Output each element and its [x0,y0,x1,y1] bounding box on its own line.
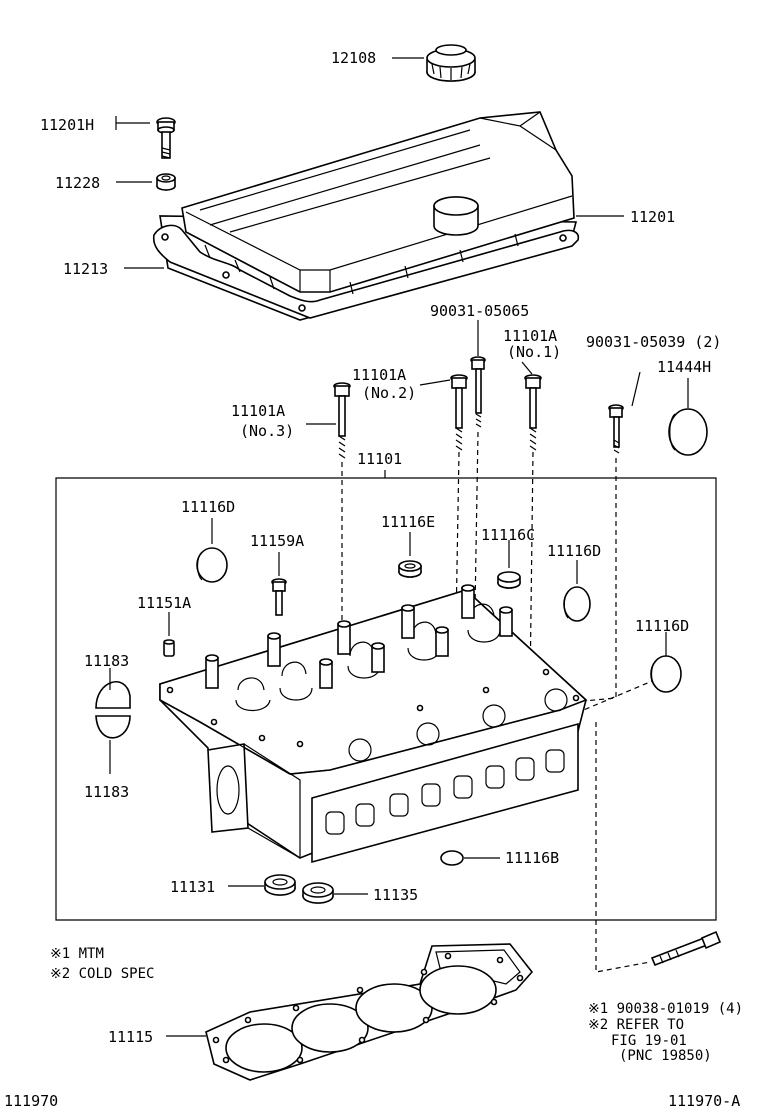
long-bolt-90038 [650,930,722,967]
figure-code-right: 111970-A [668,1092,740,1110]
label-11101A-no2: 11101A [352,366,406,384]
label-11116D-b: 11116D [547,542,601,560]
label-11115: 11115 [108,1028,153,1046]
figure-code-left: 111970 [4,1092,58,1110]
label-12108: 12108 [331,49,376,67]
head-bolts [333,356,624,459]
label-11201: 11201 [630,208,675,226]
seal-11116C [497,571,521,589]
label-11213: 11213 [63,260,108,278]
label-no3: (No.3) [240,422,294,440]
label-11201H: 11201H [40,116,94,134]
seal-11131 [264,874,296,896]
plug-11116D-left [196,547,228,583]
bolt-11159A [271,578,287,616]
label-11116D-c: 11116D [635,617,689,635]
label-no2: (No.2) [362,384,416,402]
ref-note-2: ※2 REFER TO [588,1017,684,1033]
label-11159A: 11159A [250,532,304,550]
label-90031-05065: 90031-05065 [430,302,529,320]
label-90031-05039: 90031-05039 (2) [586,333,721,351]
label-11228: 11228 [55,174,100,192]
half-moon-plugs-11183 [95,681,131,739]
cylinder-head [159,584,588,864]
label-11101: 11101 [357,450,402,468]
label-11116D-a: 11116D [181,498,235,516]
ref-note-4: (PNC 19850) [619,1048,712,1064]
oil-filler-cap [426,44,476,82]
label-11183-top: 11183 [84,652,129,670]
note-1: ※1 MTM [50,946,104,962]
plug-11444H [668,408,708,456]
label-11101A-no1: 11101A [503,327,557,345]
cylinder-head-cover [152,111,580,321]
cover-bolt [156,117,176,159]
label-11444H: 11444H [657,358,711,376]
label-11151A: 11151A [137,594,191,612]
head-gasket [205,943,534,1081]
grommet [156,173,176,191]
seal-11135 [302,882,334,904]
pin-11151A [163,639,175,657]
label-11183-bottom: 11183 [84,783,129,801]
ref-note-3: FIG 19-01 [611,1033,687,1049]
seal-11116E [398,560,422,578]
label-11116C: 11116C [481,526,535,544]
label-11116E: 11116E [381,513,435,531]
note-2: ※2 COLD SPEC [50,966,154,982]
label-no1: (No.1) [507,343,561,361]
plug-11116D-right [650,655,682,693]
label-11101A-no3: 11101A [231,402,285,420]
label-11135: 11135 [373,886,418,904]
label-11116B: 11116B [505,849,559,867]
plug-11116B [440,850,464,866]
plug-11116D-mid [563,586,591,622]
label-11131: 11131 [170,878,215,896]
ref-note-1: ※1 90038-01019 (4) [588,1001,743,1017]
